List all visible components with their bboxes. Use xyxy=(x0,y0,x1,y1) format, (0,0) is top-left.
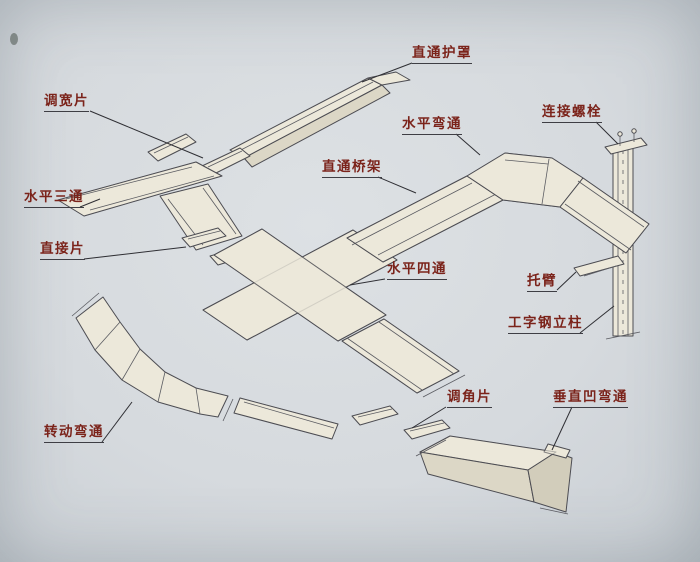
label-horizontal-bend: 水平弯通 xyxy=(402,117,462,135)
straight-tray-drawing xyxy=(346,175,504,263)
label-straight-tray: 直通桥架 xyxy=(322,160,382,178)
label-straight-cover: 直通护罩 xyxy=(412,46,472,64)
leader-lines xyxy=(79,62,619,451)
bracket-arm-drawing xyxy=(573,255,625,277)
leader-connecting-bolt xyxy=(595,121,619,145)
leader-bracket-arm xyxy=(556,271,577,291)
leader-straight-tray xyxy=(377,176,417,194)
horizontal-cross-drawing xyxy=(202,228,398,342)
leader-angle-adjust xyxy=(411,406,447,429)
label-bracket-arm: 托臂 xyxy=(527,274,557,292)
straight-cover-drawing xyxy=(229,71,411,168)
leader-horizontal-cross xyxy=(349,278,386,286)
rotating-bend-drawing xyxy=(71,292,234,422)
photo-smudge xyxy=(10,33,18,45)
label-vertical-concave-bend: 垂直凹弯通 xyxy=(553,390,628,408)
leader-straight-cover xyxy=(361,62,413,83)
right-tray-drawing xyxy=(559,177,650,254)
connecting-bolt-drawing xyxy=(604,128,648,155)
leader-vertical-concave xyxy=(551,406,573,451)
label-horizontal-cross: 水平四通 xyxy=(387,262,447,280)
label-direct-piece: 直接片 xyxy=(40,242,85,260)
label-ibeam-column: 工字钢立柱 xyxy=(508,316,583,334)
horizontal-bend-drawing xyxy=(466,152,584,208)
leader-horizontal-tee xyxy=(79,198,101,208)
leader-width-adjust xyxy=(89,110,204,159)
angle-adjust-pieces-drawing xyxy=(351,405,451,440)
label-width-adjust-piece: 调宽片 xyxy=(44,94,89,112)
bottom-channel-drawing xyxy=(233,397,339,440)
leader-rotating-bend xyxy=(101,401,133,443)
leader-horizontal-bend xyxy=(455,133,481,156)
label-connecting-bolt: 连接螺栓 xyxy=(542,105,602,123)
label-rotating-bend: 转动弯通 xyxy=(44,425,104,443)
leader-direct-piece xyxy=(83,246,187,260)
bottom-tray-drawing xyxy=(341,318,466,398)
label-horizontal-tee: 水平三通 xyxy=(24,190,84,208)
label-angle-adjust-piece: 调角片 xyxy=(447,390,492,408)
leader-ibeam-column xyxy=(579,305,615,334)
vertical-concave-bend-drawing xyxy=(415,435,573,515)
